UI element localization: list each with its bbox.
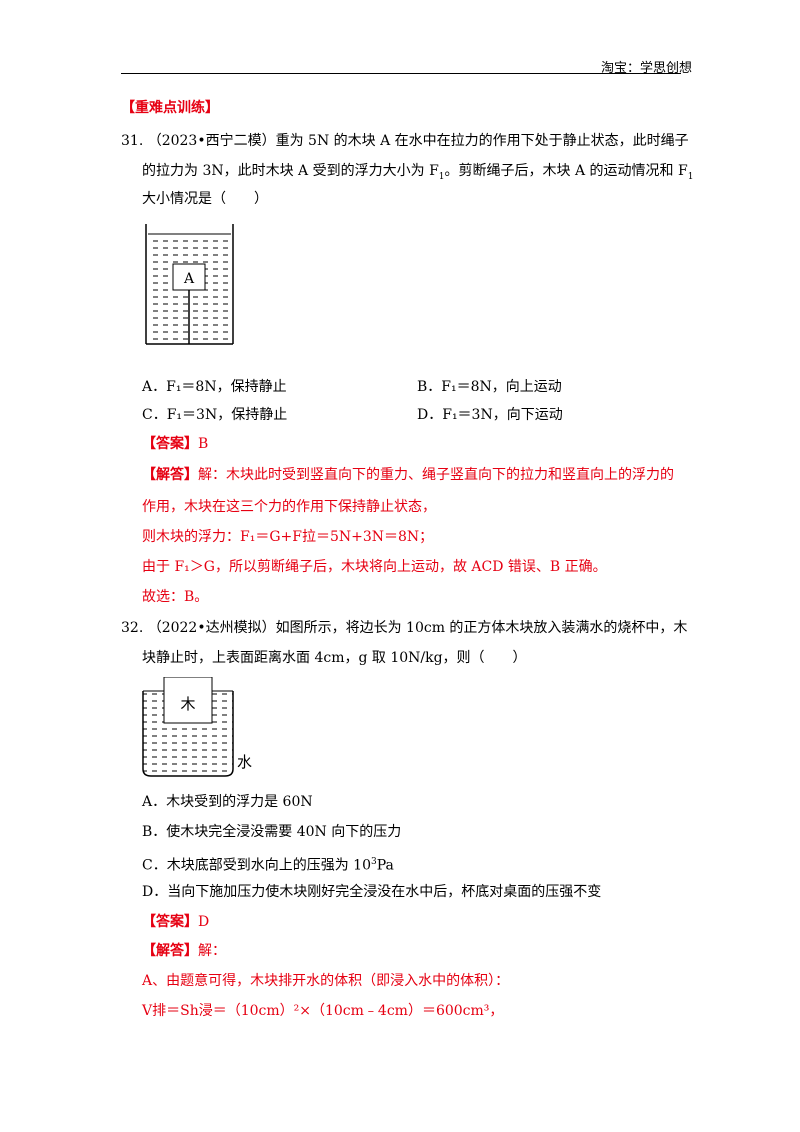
q31-line2: 的拉力为 3N，此时木块 A 受到的浮力大小为 F1。剪断绳子后，木块 A 的运… (142, 161, 693, 187)
q32-line1: 32. （2022•达州模拟）如图所示，将边长为 10cm 的正方体木块放入装满… (121, 620, 688, 636)
q31-line2-a: 的拉力为 3N，此时木块 A 受到的浮力大小为 F (142, 163, 439, 179)
q31-line2-sub2: 1 (687, 171, 694, 182)
q31-option-d: D．F₁＝3N，向下运动 (417, 407, 563, 423)
q32-option-c-b: Pa (376, 857, 394, 874)
q32-option-c: C．木块底部受到水向上的压强为 103Pa (142, 852, 394, 876)
q31-analysis-line3: 则木块的浮力：F₁＝G+F拉＝5N+3N＝8N； (142, 529, 434, 545)
q31-line2-sub: 1 (438, 171, 445, 182)
q32-analysis-head-text: 解： (198, 943, 226, 959)
q32-figure-water-label: 水 (237, 753, 252, 771)
q32-option-b: B．使木块完全浸没需要 40N 向下的压力 (142, 824, 402, 840)
q32-option-d: D．当向下施加压力使木块刚好完全浸没在水中后，杯底对桌面的压强不变 (142, 884, 602, 900)
q32-figure: 木 水 (142, 677, 252, 777)
q31-figure-label: A (183, 271, 195, 287)
q31-analysis-line5: 故选：B。 (142, 589, 209, 605)
q32-option-a: A．木块受到的浮力是 60N (142, 794, 313, 810)
q31-figure: A (145, 224, 234, 345)
q31-option-a: A．F₁＝8N，保持静止 (142, 379, 287, 395)
q32-answer: 【答案】D (142, 912, 209, 932)
q32-answer-value: D (198, 914, 210, 930)
q31-answer: 【答案】B (142, 434, 208, 454)
q32-option-c-sup: 3 (370, 857, 377, 867)
q31-analysis-line4: 由于 F₁＞G，所以剪断绳子后，木块将向上运动，故 ACD 错误、B 正确。 (142, 559, 607, 575)
q31-option-b: B．F₁＝8N，向上运动 (417, 379, 562, 395)
header-rule (121, 73, 681, 74)
q32-analysis-line2: V排＝Sh浸＝（10cm）²×（10cm﹣4cm）＝600cm³， (142, 1003, 504, 1019)
q32-line2: 块静止时，上表面距离水面 4cm，g 取 10N/kg，则（ ） (142, 650, 527, 666)
q31-analysis-line2: 作用，木块在这三个力的作用下保持静止状态， (142, 499, 436, 515)
q32-analysis-line1: A、由题意可得，木块排开水的体积（即浸入水中的体积）： (142, 973, 510, 989)
q32-figure-block-label: 木 (180, 695, 195, 713)
q32-analysis-head: 【解答】解： (142, 941, 226, 961)
q31-answer-value: B (198, 436, 209, 452)
q31-line1: 31. （2023•西宁二模）重为 5N 的木块 A 在水中在拉力的作用下处于静… (121, 133, 689, 149)
section-title: 【重难点训练】 (121, 100, 219, 116)
q31-analysis-tag: 【解答】 (142, 467, 198, 483)
q32-option-c-a: C．木块底部受到水向上的压强为 10 (142, 857, 371, 874)
q32-analysis-tag: 【解答】 (142, 943, 198, 959)
q31-option-c: C．F₁＝3N，保持静止 (142, 407, 288, 423)
q31-line2-b: 。剪断绳子后，木块 A 的运动情况和 F (444, 163, 688, 179)
q32-answer-tag: 【答案】 (142, 914, 198, 930)
q31-answer-tag: 【答案】 (142, 436, 198, 452)
q31-line3: 大小情况是（ ） (142, 191, 268, 207)
header-text: 淘宝：学思创想 (600, 61, 692, 76)
q31-analysis-line1: 【解答】解：木块此时受到竖直向下的重力、绳子竖直向下的拉力和竖直向上的浮力的 (142, 465, 674, 485)
q31-analysis-text1: 解：木块此时受到竖直向下的重力、绳子竖直向下的拉力和竖直向上的浮力的 (198, 467, 674, 483)
